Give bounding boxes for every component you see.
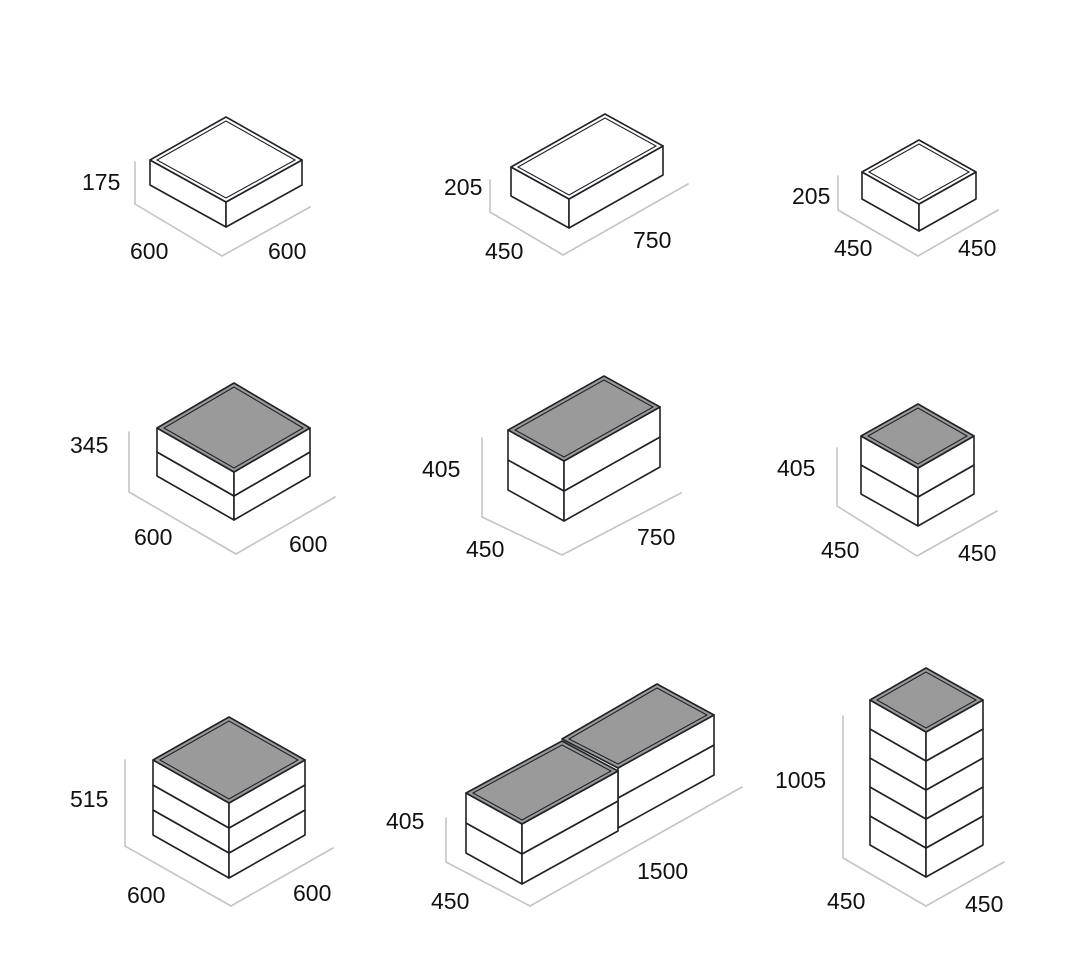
width-label: 600 xyxy=(289,531,327,557)
width-label: 600 xyxy=(293,880,331,906)
dimension-lines xyxy=(842,715,1005,907)
box-top-face xyxy=(510,113,664,200)
module-450x1500x405: 405 450 1500 xyxy=(386,683,743,914)
box-top-face xyxy=(507,375,661,462)
height-label: 205 xyxy=(444,174,482,200)
dimension-lines xyxy=(128,431,336,555)
back-top-inset xyxy=(567,687,709,765)
height-label: 405 xyxy=(777,455,815,481)
depth-label: 600 xyxy=(130,238,168,264)
box-top-face xyxy=(860,403,975,469)
depth-label: 450 xyxy=(466,536,504,562)
height-label: 515 xyxy=(70,786,108,812)
height-label: 205 xyxy=(792,183,830,209)
height-label: 405 xyxy=(386,808,424,834)
height-label: 345 xyxy=(70,432,108,458)
dimension-lines xyxy=(489,179,689,256)
front-top-inset xyxy=(471,744,613,821)
box-top-inset xyxy=(866,407,969,465)
module-600x600x175: 175 600 600 xyxy=(82,116,311,264)
dimension-lines xyxy=(837,175,999,257)
box-top-inset xyxy=(158,720,300,800)
box-top-inset xyxy=(155,120,297,199)
dimension-lines xyxy=(445,786,743,907)
depth-label: 450 xyxy=(821,537,859,563)
box-top-face xyxy=(869,667,984,733)
box-top-face xyxy=(152,716,306,804)
module-450x450x205: 205 450 450 xyxy=(792,139,999,261)
depth-label: 450 xyxy=(827,888,865,914)
width-label: 750 xyxy=(637,524,675,550)
dimension-lines xyxy=(134,161,311,257)
back-top-face xyxy=(561,683,715,769)
height-label: 405 xyxy=(422,456,460,482)
depth-label: 450 xyxy=(834,235,872,261)
width-label: 750 xyxy=(633,227,671,253)
depth-label: 450 xyxy=(485,238,523,264)
depth-label: 600 xyxy=(127,882,165,908)
depth-label: 450 xyxy=(431,888,469,914)
width-label: 450 xyxy=(965,891,1003,917)
box-top-inset xyxy=(875,671,978,729)
width-label: 600 xyxy=(268,238,306,264)
height-label: 1005 xyxy=(775,767,826,793)
width-label: 450 xyxy=(958,235,996,261)
module-450x750x205: 205 450 750 xyxy=(444,113,689,264)
width-label: 450 xyxy=(958,540,996,566)
dimension-lines xyxy=(836,447,998,557)
dimension-lines xyxy=(481,437,682,556)
height-label: 175 xyxy=(82,169,120,195)
box-top-inset xyxy=(162,386,305,469)
module-450x450x405: 405 450 450 xyxy=(777,403,998,566)
depth-label: 600 xyxy=(134,524,172,550)
module-600x600x515: 515 600 600 xyxy=(70,716,334,908)
width-label: 1500 xyxy=(637,858,688,884)
box-top-inset xyxy=(867,143,971,201)
box-top-inset xyxy=(516,117,658,196)
front-top-face xyxy=(465,740,619,825)
dimension-lines xyxy=(124,759,334,907)
box-top-face xyxy=(861,139,977,205)
box-top-face xyxy=(149,116,303,203)
module-450x450x1005: 1005 450 450 xyxy=(775,667,1005,917)
box-top-face xyxy=(156,382,311,473)
module-450x750x405: 405 450 750 xyxy=(422,375,682,562)
box-top-inset xyxy=(513,379,655,458)
module-600x600x345: 345 600 600 xyxy=(70,382,336,557)
